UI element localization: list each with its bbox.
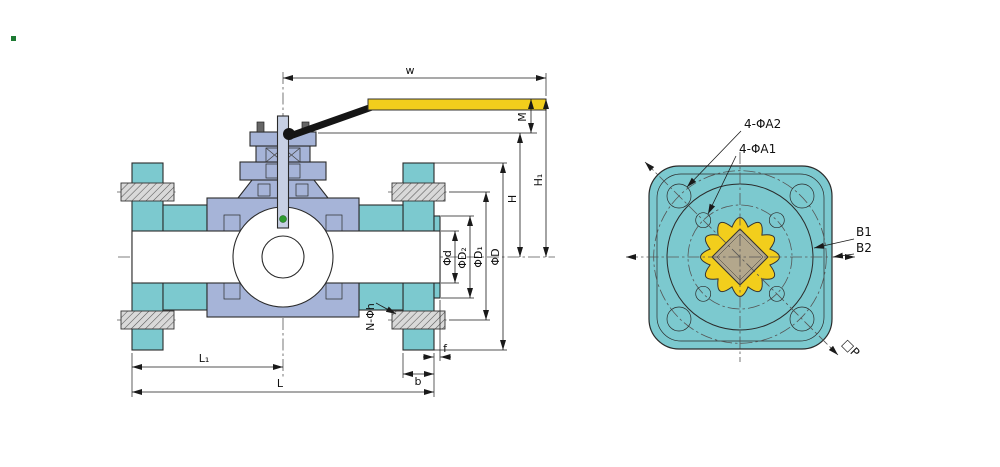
dim-H-label: H (506, 195, 519, 203)
dim-B2-label: B2 (856, 241, 872, 255)
body-gasket-right (295, 183, 309, 197)
bonnet (236, 115, 330, 229)
handle-grip (367, 98, 547, 111)
handle (283, 98, 547, 140)
body-gasket-left (257, 183, 271, 197)
dim-L-label: L (277, 377, 284, 390)
pad-bolt-left (256, 121, 265, 133)
holes-inner-label: 4-ΦA1 (739, 142, 776, 156)
dim-L1-label: L₁ (199, 352, 210, 365)
dim-f-label: f (443, 342, 448, 355)
end-view: 4-ΦA2 4-ΦA1 B1 B2 □P (626, 117, 872, 362)
front-dimensions: w M H₁ H Φd ΦD₂ ΦD₁ ΦD N-Φh L₁ L b f (131, 64, 549, 397)
flange-bolts (120, 182, 446, 330)
seat-rings (223, 214, 343, 300)
dim-P-label: □P (839, 337, 862, 360)
end-view-centerlines (626, 152, 855, 362)
stray-mark (11, 36, 16, 41)
dim-w-label: w (406, 64, 415, 77)
stem (276, 115, 290, 229)
dim-N-phi-h-label: N-Φh (364, 303, 377, 331)
ball-bore (261, 235, 305, 279)
dim-H1-label: H₁ (532, 174, 545, 187)
dim-M-label: M (516, 112, 529, 122)
holes-outer-label: 4-ΦA2 (744, 117, 781, 131)
front-view: w M H₁ H Φd ΦD₂ ΦD₁ ΦD N-Φh L₁ L b f (117, 64, 555, 397)
dim-phi-D1-label: ΦD₁ (472, 246, 485, 268)
dim-B1-label: B1 (856, 225, 872, 239)
dim-b-label: b (415, 375, 422, 388)
handle-lever (286, 103, 376, 140)
dim-phi-D-label: ΦD (489, 248, 502, 265)
dim-phi-d-label: Φd (441, 250, 454, 266)
dim-phi-D2-label: ΦD₂ (456, 247, 469, 269)
handle-hub (283, 128, 295, 140)
stem-pin (279, 215, 287, 223)
